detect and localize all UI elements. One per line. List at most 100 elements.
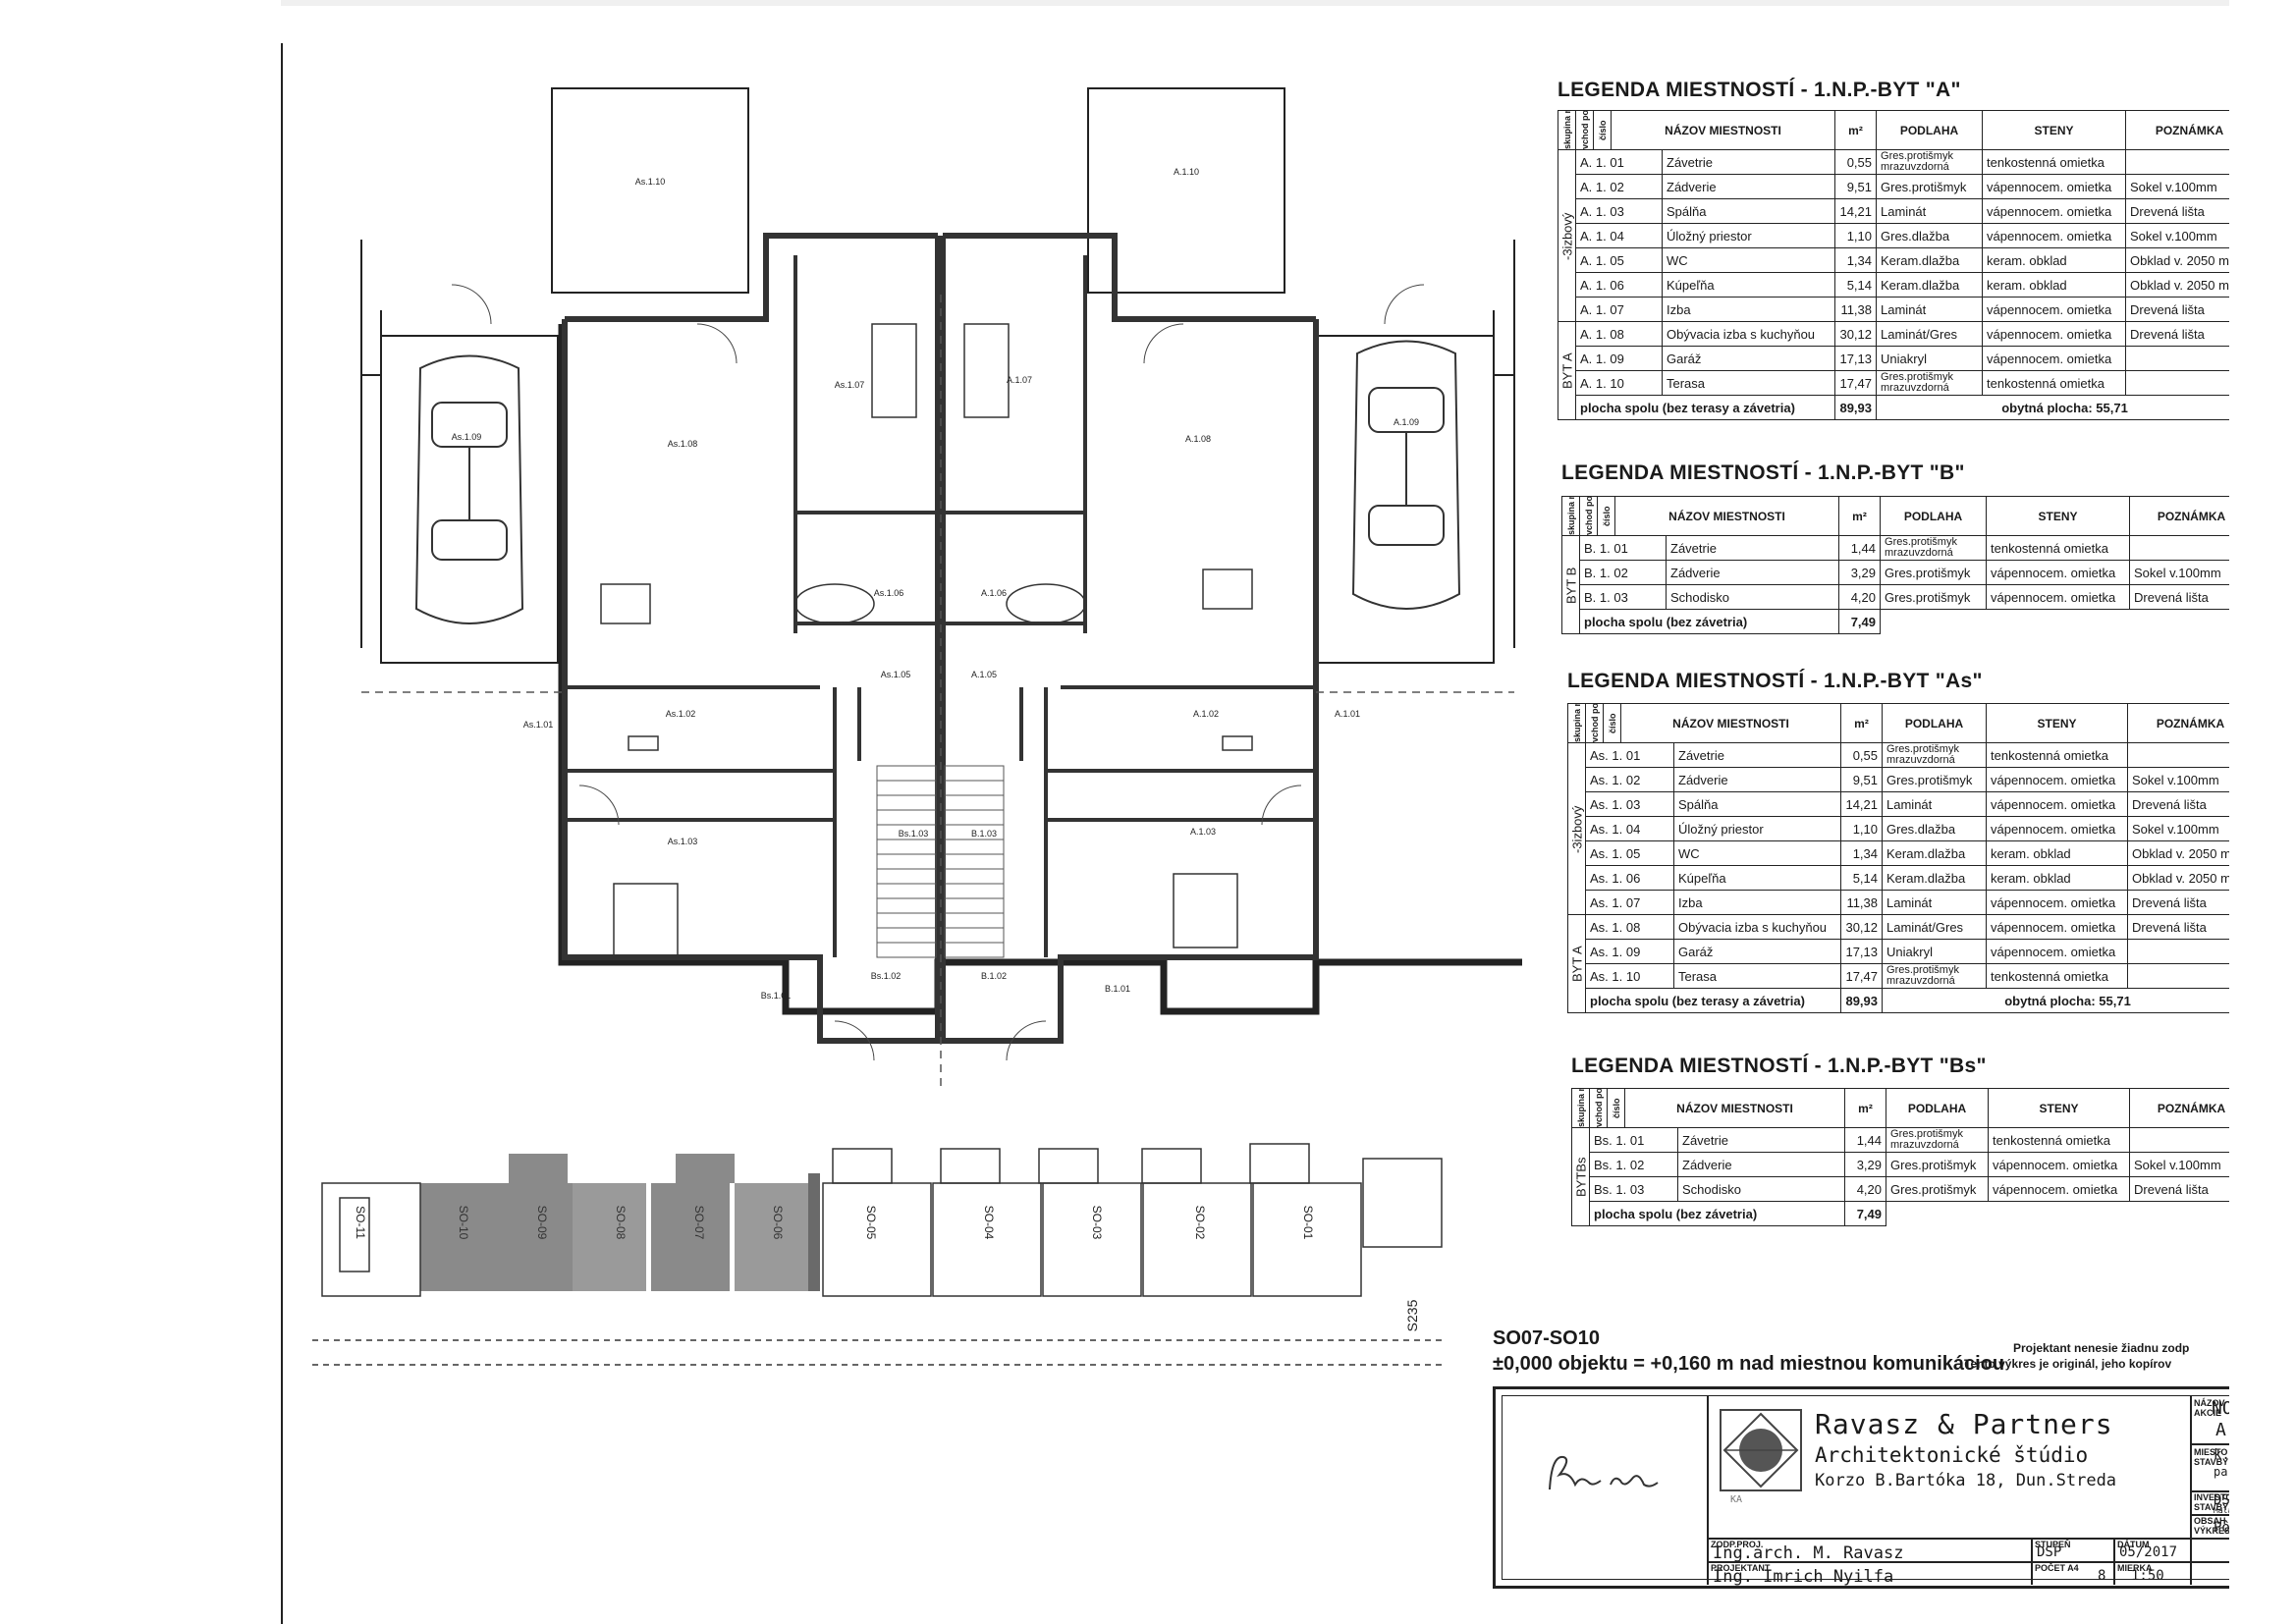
legend-a-row-name: Závetrie <box>1661 149 1836 175</box>
legend-b-row-name: Zádverie <box>1665 560 1840 585</box>
legend-b-header-podlaha: PODLAHA <box>1880 496 1988 536</box>
highlight-building-1 <box>420 1183 573 1291</box>
scan-right-margin <box>2229 0 2296 1624</box>
label-as109: As.1.09 <box>452 432 482 442</box>
legend-as-header-group: skupina miestn. <box>1567 703 1586 743</box>
legend-as-row-floor: Keram.dlažba <box>1882 840 1988 866</box>
legend-a-row-floor: Laminát/Gres <box>1876 321 1984 347</box>
label-datum: DÁTUM <box>2117 1540 2150 1549</box>
label-a105: A.1.05 <box>971 670 997 679</box>
legend-a-row-area: 1,34 <box>1834 247 1878 273</box>
label-as105: As.1.05 <box>881 670 911 679</box>
legend-a-row-floor: Keram.dlažba <box>1876 247 1984 273</box>
legend-as-row-floor: Gres.protišmyk mrazuvzdorná <box>1882 963 1988 989</box>
legend-a-row-name: Úložný priestor <box>1661 223 1836 248</box>
legend-as-row-name: Spálňa <box>1672 791 1842 817</box>
site-note-objects: SO07-SO10 <box>1493 1327 1600 1349</box>
site-row-drawing: SO-11 SO-10 SO-09 SO-08 SO-07 SO-06 SO-0… <box>312 1143 1443 1366</box>
label-as108: As.1.08 <box>668 439 698 449</box>
value-stupen: DSP <box>2037 1544 2062 1560</box>
legend-a-row-name: Kúpeľňa <box>1661 272 1836 298</box>
label-nazov: NÁZOV AKCIE <box>2194 1398 2225 1418</box>
legend-as-row-name: Úložný priestor <box>1672 816 1842 841</box>
legend-as-row-name: Kúpeľňa <box>1672 865 1842 891</box>
legend-b-header-group: skupina miestn. <box>1561 496 1580 536</box>
legend-as-total: 89,93 <box>1840 988 1884 1013</box>
legend-a-row-walls: vápennocem. omietka <box>1982 297 2127 322</box>
legend-as-living-area: obytná plocha: 55,71 <box>1882 988 2255 1013</box>
legend-as-row-walls: vápennocem. omietka <box>1986 791 2129 817</box>
legend-as-side-type: -3izbový <box>1567 742 1586 915</box>
legend-bs-row-name: Závetrie <box>1676 1127 1846 1153</box>
legend-bs-total-label: plocha spolu (bez závetria) <box>1588 1201 1846 1226</box>
legend-b-total: 7,49 <box>1838 609 1882 634</box>
legend-as-row-floor: Laminát <box>1882 890 1988 915</box>
value-datum: 05/2017 <box>2119 1544 2178 1560</box>
legend-as-row-floor: Laminát <box>1882 791 1988 817</box>
label-a102: A.1.02 <box>1193 709 1219 719</box>
legend-b-row-walls: vápennocem. omietka <box>1986 560 2131 585</box>
label-b102: B.1.02 <box>981 971 1007 981</box>
legend-bs-header-floor: vchod podlažie <box>1589 1088 1608 1128</box>
legend-a-row-floor: Gres.protišmyk mrazuvzdorná <box>1876 370 1984 396</box>
value-projektant: Ing. Imrich Nyilfa <box>1713 1567 1894 1587</box>
legend-as-row-floor: Gres.dlažba <box>1882 816 1988 841</box>
legend-as-row-area: 30,12 <box>1840 914 1884 940</box>
garage-left <box>380 335 559 664</box>
label-as106: As.1.06 <box>874 588 904 598</box>
legend-bs-row-floor: Gres.protišmyk <box>1886 1152 1990 1177</box>
legend-as-row-area: 1,10 <box>1840 816 1884 841</box>
legend-bs-row-code: Bs. 1. 01 <box>1589 1127 1678 1153</box>
label-b101: B.1.01 <box>1105 984 1130 994</box>
legend-b-row-walls: tenkostenná omietka <box>1986 535 2131 561</box>
legend-b-row-floor: Gres.protišmyk <box>1880 560 1988 585</box>
legend-b-total-label: plocha spolu (bez závetria) <box>1578 609 1840 634</box>
legend-a-row-floor: Uniakryl <box>1876 346 1984 371</box>
car-icon-left <box>414 354 524 624</box>
strip-label-so03: SO-03 <box>1090 1206 1104 1240</box>
legend-as-header-floor: vchod podlažie <box>1585 703 1604 743</box>
legend-bs-header-steny: STENY <box>1988 1088 2131 1128</box>
label-bs102: Bs.1.02 <box>871 971 902 981</box>
legend-as-row-name: Garáž <box>1672 939 1842 964</box>
label-b103: B.1.03 <box>971 829 997 839</box>
legend-bs-header-area: m² <box>1844 1088 1887 1128</box>
title-block: KA Ravasz & Partners Architektonické štú… <box>1493 1386 2296 1589</box>
legend-bs-row-code: Bs. 1. 03 <box>1589 1176 1678 1202</box>
legend-a-row-code: A. 1. 04 <box>1575 223 1663 248</box>
legend-as-header-number: číslo <box>1603 703 1621 743</box>
legend-as-row-area: 17,47 <box>1840 963 1884 989</box>
legend-a-row-walls: keram. obklad <box>1982 272 2127 298</box>
legend-as-row-area: 11,38 <box>1840 890 1884 915</box>
legend-a-row-name: Spálňa <box>1661 198 1836 224</box>
legend-a-row-area: 17,13 <box>1834 346 1878 371</box>
legend-as-row-floor: Laminát/Gres <box>1882 914 1988 940</box>
legend-bs-header-number: číslo <box>1607 1088 1625 1128</box>
legend-a-total: 89,93 <box>1834 395 1878 420</box>
legend-b-header-steny: STENY <box>1986 496 2131 536</box>
legend-a-row-area: 0,55 <box>1834 149 1878 175</box>
legend-a-row-code: A. 1. 08 <box>1575 321 1663 347</box>
legend-bs-row-area: 4,20 <box>1844 1176 1887 1202</box>
project-disclaimer-1: Projektant nenesie žiadnu zodp <box>2013 1341 2190 1355</box>
legend-a-row-name: Obývacia izba s kuchyňou <box>1661 321 1836 347</box>
legend-a-row-area: 5,14 <box>1834 272 1878 298</box>
legend-a-living-area: obytná plocha: 55,71 <box>1876 395 2255 420</box>
legend-a-row-area: 11,38 <box>1834 297 1878 322</box>
legend-bs-row-walls: vápennocem. omietka <box>1988 1176 2131 1202</box>
legend-bs-total: 7,49 <box>1844 1201 1887 1226</box>
legend-bs-row-name: Schodisko <box>1676 1176 1846 1202</box>
label-as103: As.1.03 <box>668 837 698 846</box>
car-icon-right <box>1351 340 1461 610</box>
legend-bs-row-area: 1,44 <box>1844 1127 1887 1153</box>
legend-as-row-name: Obývacia izba s kuchyňou <box>1672 914 1842 940</box>
legend-bs-header-name: NÁZOV MIESTNOSTI <box>1623 1088 1846 1128</box>
legend-as-header-podlaha: PODLAHA <box>1882 703 1988 743</box>
strip-label-so07: SO-07 <box>692 1206 706 1240</box>
legend-as-row-code: As. 1. 06 <box>1585 865 1674 891</box>
legend-a-row-walls: vápennocem. omietka <box>1982 223 2127 248</box>
legend-a-header-group: skupina miestn. <box>1558 110 1576 150</box>
legend-a-header-name: NÁZOV MIESTNOSTI <box>1610 110 1836 150</box>
legend-as-header-steny: STENY <box>1986 703 2129 743</box>
legend-as-total-label: plocha spolu (bez terasy a závetria) <box>1584 988 1842 1013</box>
